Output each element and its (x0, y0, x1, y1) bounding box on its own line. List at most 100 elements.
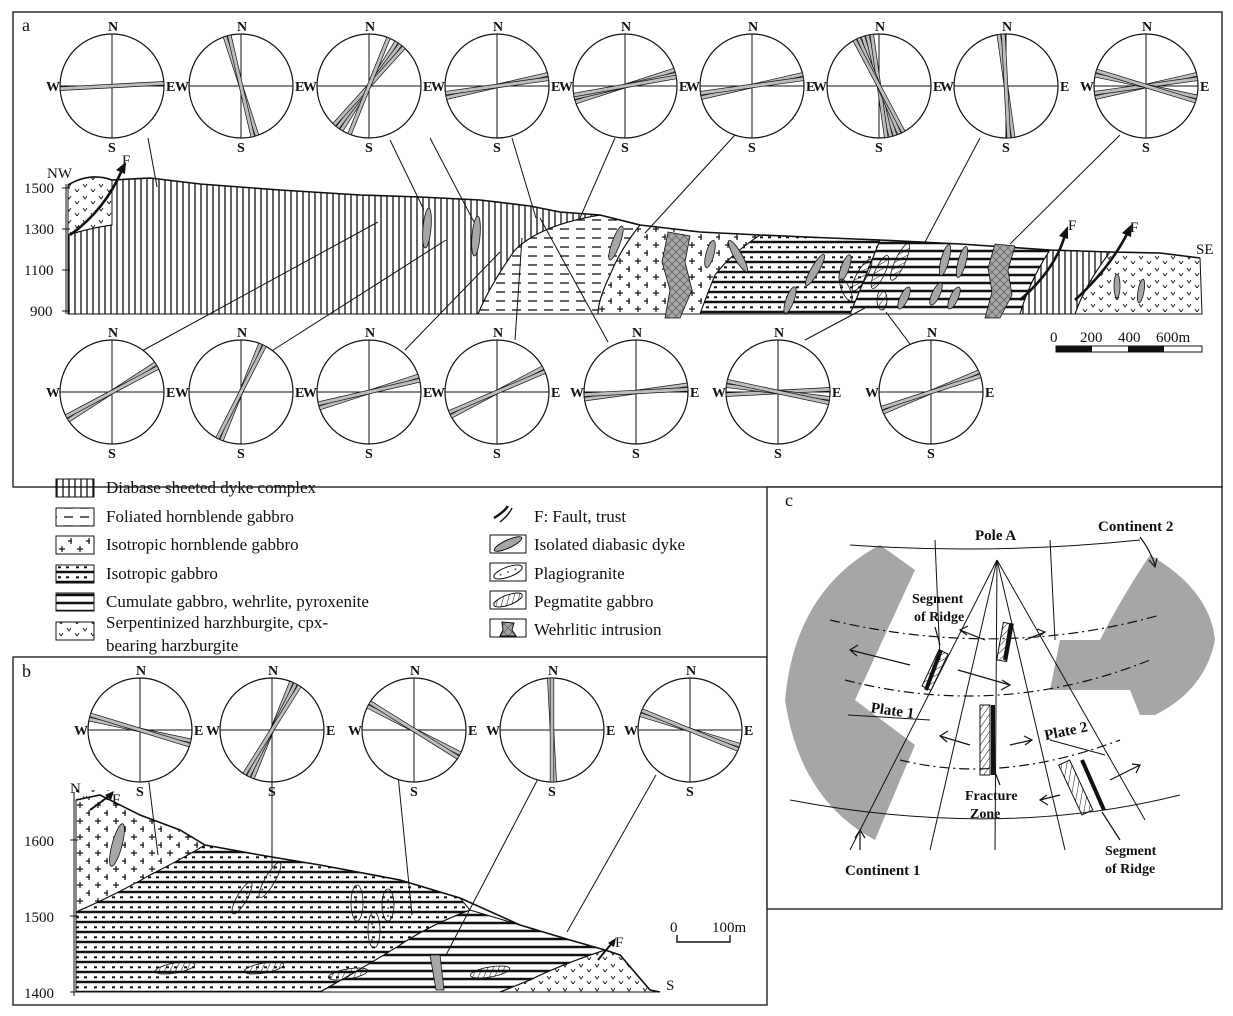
latitude-arcs (789, 539, 1181, 820)
ytick-b-1600: 1600 (24, 834, 54, 850)
y-axis-a (62, 184, 70, 314)
cross-section-b: F F N S (70, 781, 674, 994)
panel-b-letter: b (22, 661, 31, 681)
faults-a (69, 169, 1130, 301)
stereonet-north: N (365, 20, 375, 35)
stereonet-plane (317, 378, 421, 406)
stereonet-east: E (166, 386, 175, 401)
stereonet-south: S (136, 785, 144, 800)
stereonet-north: N (410, 664, 420, 679)
legend-item-iso-gabbro: Isotropic gabbro (106, 564, 218, 583)
legend-item-pegmatite: Pegmatite gabbro (534, 592, 653, 611)
stereonet-south: S (237, 141, 245, 156)
stereonet-west: W (175, 80, 189, 95)
dyke-b-2 (429, 954, 445, 991)
stereonet-plane (852, 38, 906, 134)
ytick-a-1500: 1500 (24, 181, 54, 197)
stereonet-plane (89, 712, 191, 748)
stereonet-south: S (493, 141, 501, 156)
stereonet-east: E (679, 80, 688, 95)
stereonet-west: W (303, 386, 317, 401)
transform-faults (829, 614, 1161, 770)
ytick-a-1300: 1300 (24, 222, 54, 238)
stereonet-north: N (632, 326, 642, 341)
fault-label-a3: F (1130, 220, 1138, 236)
ytick-b-1400: 1400 (24, 986, 54, 1002)
stereonet-west: W (940, 80, 954, 95)
cross-section-a: F F F NW SE (47, 153, 1214, 319)
stereonet-west: W (175, 386, 189, 401)
stereonet-west: W (46, 80, 60, 95)
stereonet-south: S (1142, 141, 1150, 156)
stereonet-south: S (237, 447, 245, 462)
stereonet-east: E (606, 724, 615, 739)
stereonet-north: N (237, 326, 247, 341)
stereonet-east: E (985, 386, 994, 401)
ytick-a-1100: 1100 (24, 263, 53, 279)
stereonet-south: S (875, 141, 883, 156)
stereonet-plane (699, 76, 805, 96)
stereonet-west: W (559, 80, 573, 95)
legend-item-plagiogranite: Plagiogranite (534, 564, 625, 583)
topography-a (67, 176, 1201, 259)
dyke-b-1 (109, 823, 125, 867)
stereonet-south: S (548, 785, 556, 800)
plagiogranite-bodies-b (231, 862, 395, 949)
stereonet-east: E (933, 80, 942, 95)
legend-item-serp-1: Serpentinized harzhburgite, cpx- (106, 613, 328, 632)
stereonet-plane (242, 684, 302, 776)
stereonet-east: E (551, 386, 560, 401)
stereonet-plane (1095, 68, 1197, 104)
pegmatite-bodies-b (154, 961, 511, 981)
stereonet-plane (368, 700, 460, 760)
legend-swatches-left (55, 478, 95, 641)
segment-bot-label-2: of Ridge (1105, 862, 1155, 877)
stereonet-north: N (548, 664, 558, 679)
stereonet-south: S (748, 141, 756, 156)
scale-a-200: 200 (1080, 330, 1103, 346)
isolated-dykes-a (422, 207, 1146, 314)
stereonet-east: E (423, 386, 432, 401)
stereonet-west: W (1080, 80, 1094, 95)
scale-a-0: 0 (1050, 330, 1058, 346)
leader-lines-b (147, 774, 657, 956)
scale-a-400: 400 (1118, 330, 1141, 346)
fault-label-b1: F (112, 792, 120, 808)
stereonet-north: N (493, 20, 503, 35)
ytick-b-1500: 1500 (24, 910, 54, 926)
stereonet-east: E (744, 724, 753, 739)
stereonet-west: W (486, 724, 500, 739)
stereonet-north: N (108, 20, 118, 35)
stereonet-north: N (268, 664, 278, 679)
stereonet-plane (444, 76, 550, 96)
stereonet-east: E (423, 80, 432, 95)
panel-a-letter: a (22, 15, 30, 35)
stereonet-north: N (108, 326, 118, 341)
stereonet-west: W (74, 724, 88, 739)
stereonet-north: N (1002, 20, 1012, 35)
meridians (849, 539, 1146, 851)
stereonet-west: W (570, 386, 584, 401)
stereonet-south: S (774, 447, 782, 462)
stereonet-west: W (46, 386, 60, 401)
stereonet-east: E (1200, 80, 1209, 95)
stereonet-south: S (632, 447, 640, 462)
stereonet-east: E (166, 80, 175, 95)
stereonet-east: E (551, 80, 560, 95)
stereonet-south: S (493, 447, 501, 462)
stereonet-east: E (832, 386, 841, 401)
ytick-a-900: 900 (30, 304, 53, 320)
scale-b-100m: 100m (712, 920, 747, 936)
